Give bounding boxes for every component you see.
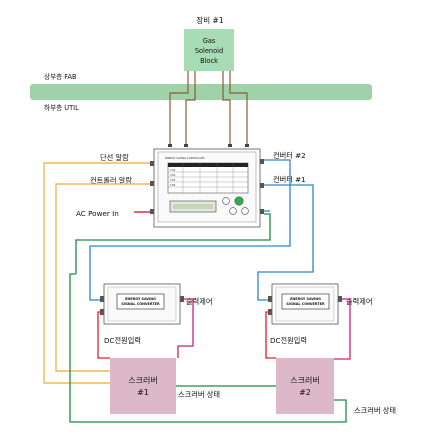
solenoid-wires [169, 71, 248, 147]
gas-solenoid-block [184, 29, 234, 71]
scrubber-status-label-2: 스크러버 상태 [354, 406, 396, 415]
controller-header: ENERGY SAVING CONTROLLER [165, 156, 205, 160]
table-row-2: CH2 [170, 173, 176, 177]
converter-signal-wires [89, 159, 314, 301]
scrubber-2: 스크러버 #2 [276, 358, 334, 414]
signal-converter-1: ENERGY SAVING SIGNAL CONVERTER [100, 283, 184, 325]
equipment-title: 장비 #1 [196, 15, 223, 25]
alarm-wires [43, 162, 150, 384]
floor-divider-band [30, 84, 372, 100]
energy-saving-controller: ENERGY SAVING CONTROLLER CH1 CH2 CH3 CH4 [150, 148, 264, 228]
scrubber-2-name: 스크러버 [290, 375, 319, 385]
output-control-wires [177, 298, 351, 360]
controller-button-4[interactable] [241, 207, 249, 215]
solenoid-line-1: Gas [203, 37, 216, 45]
controller-button-1[interactable] [222, 197, 230, 205]
converter-1-title-1: ENERGY SAVING [125, 297, 156, 301]
scrubber-1-name: 스크러버 [128, 375, 157, 385]
controller-button-2[interactable] [234, 196, 244, 206]
lower-floor-label: 하부층 UTIL [44, 103, 79, 112]
converter-2-title-1: ENERGY SAVING [290, 297, 321, 301]
converter-2-label: 컨버터 #2 [273, 151, 306, 160]
output-control-label-2: 출력제어 [346, 297, 372, 306]
solenoid-line-3: Block [200, 57, 218, 65]
table-row-1: CH1 [170, 168, 176, 172]
scrubber-1: 스크러버 #1 [110, 358, 176, 414]
scrubber-status-label-1: 스크러버 상태 [178, 390, 220, 399]
break-alarm-label: 단선 알람 [100, 153, 129, 162]
scrubber-status-link [264, 213, 271, 241]
converter-1-title-2: SIGNAL CONVERTER [121, 302, 160, 306]
upper-floor-label: 상부층 FAB [44, 72, 77, 81]
scrubber-1-number: #1 [137, 388, 149, 397]
dc-input-label-2: DC전원입력 [270, 336, 307, 345]
wire-terminal-marks [168, 144, 249, 147]
scrubber-2-number: #2 [299, 388, 311, 397]
controller-button-3[interactable] [229, 207, 237, 215]
controller-alarm-label: 컨트롤러 알람 [90, 176, 132, 185]
table-row-3: CH3 [170, 178, 176, 182]
dc-input-wires [97, 311, 276, 359]
ac-power-label: AC Power In [76, 209, 119, 218]
output-control-label-1: 출력제어 [186, 297, 212, 306]
dc-input-label-1: DC전원입력 [104, 336, 141, 345]
table-row-4: CH4 [170, 183, 176, 187]
scrubber-status-wires [69, 239, 347, 423]
signal-converter-2: ENERGY SAVING SIGNAL CONVERTER [268, 283, 342, 325]
solenoid-line-2: Solenoid [195, 47, 223, 55]
converter-2-title-2: SIGNAL CONVERTER [286, 302, 325, 306]
